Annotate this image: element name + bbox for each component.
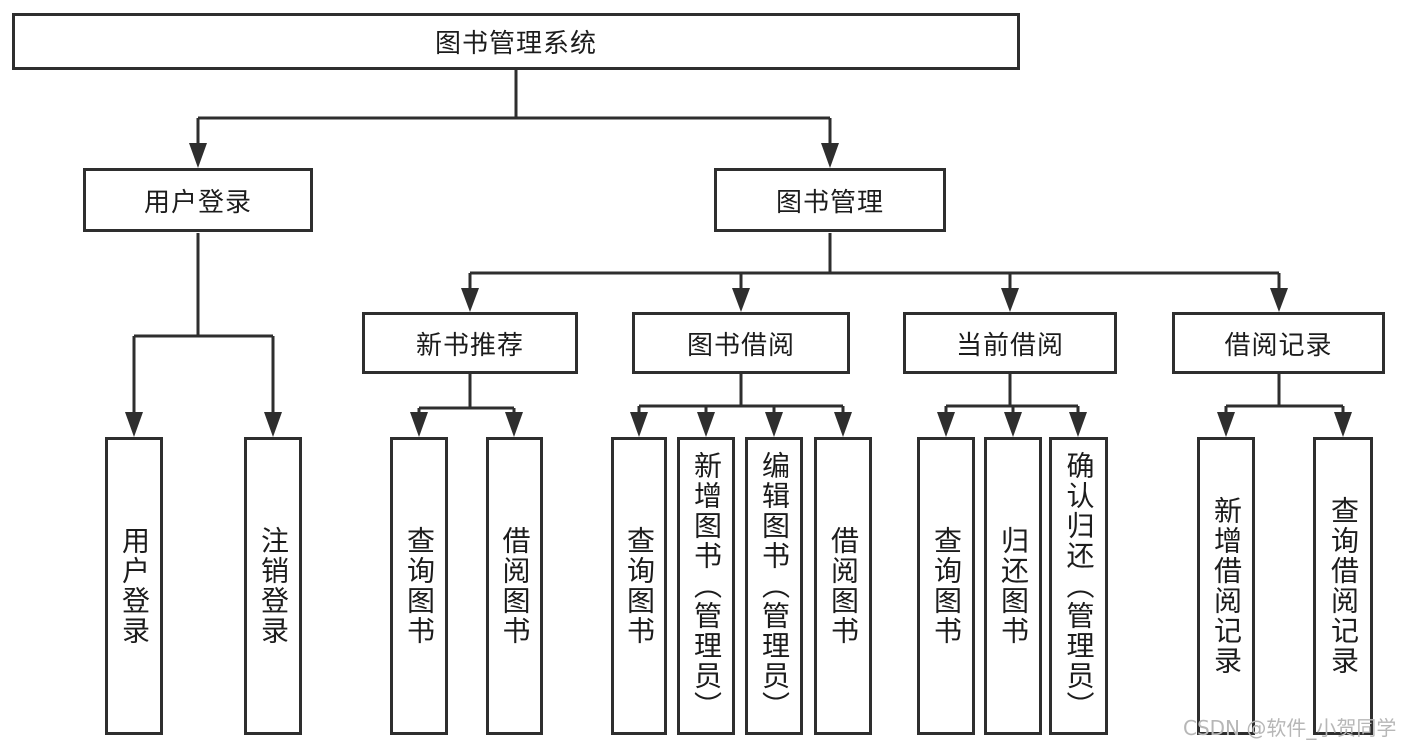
leaf-edit-book-admin: 编辑图书（管理员） — [745, 437, 803, 735]
arrowhead — [1334, 412, 1352, 437]
connector-root-to-level2 — [196, 70, 832, 164]
leaf-borrow-books-recommend: 借阅图书 — [486, 437, 543, 735]
arrowheads-userlogin-leaves — [125, 412, 282, 437]
arrowhead — [264, 412, 282, 437]
node-book-borrow: 图书借阅 — [632, 312, 850, 374]
leaf-query-books-borrow: 查询图书 — [611, 437, 667, 735]
node-book-management: 图书管理 — [714, 168, 946, 232]
leaf-add-borrow-record: 新增借阅记录 — [1197, 437, 1255, 735]
arrowhead — [505, 412, 523, 437]
arrowhead — [125, 412, 143, 437]
connector-userlogin-to-leaves — [132, 233, 275, 430]
leaf-return-books: 归还图书 — [984, 437, 1042, 735]
arrowhead — [821, 143, 839, 168]
arrowhead — [410, 412, 428, 437]
leaf-borrow-books: 借阅图书 — [814, 437, 872, 735]
node-root: 图书管理系统 — [12, 13, 1020, 70]
arrowheads-level3 — [461, 288, 1288, 312]
leaf-logout: 注销登录 — [244, 437, 302, 735]
connector-bookmgmt-to-level3 — [468, 233, 1281, 308]
leaf-query-books-recommend: 查询图书 — [390, 437, 448, 735]
arrowheads-borrowrecords-leaves — [1217, 412, 1352, 437]
arrowhead — [765, 412, 783, 437]
arrowhead — [1004, 412, 1022, 437]
node-user-login: 用户登录 — [83, 168, 313, 232]
connector-newbook-to-leaves — [417, 374, 516, 430]
connector-borrowrecords-to-leaves — [1224, 374, 1345, 430]
node-new-book-recommend: 新书推荐 — [362, 312, 578, 374]
node-current-borrow: 当前借阅 — [903, 312, 1117, 374]
arrowheads-bookborrow-leaves — [630, 412, 852, 437]
leaf-query-borrow-record: 查询借阅记录 — [1313, 437, 1373, 735]
arrowhead — [1069, 412, 1087, 437]
arrowheads-newbook-leaves — [410, 412, 523, 437]
arrowhead — [189, 143, 207, 168]
arrowhead — [1270, 288, 1288, 312]
arrowhead — [1001, 288, 1019, 312]
leaf-user-login: 用户登录 — [105, 437, 163, 735]
arrowhead — [461, 288, 479, 312]
arrowhead — [630, 412, 648, 437]
arrowheads-level2 — [189, 143, 839, 168]
arrowhead — [834, 412, 852, 437]
arrowhead — [732, 288, 750, 312]
leaf-confirm-return-admin: 确认归还（管理员） — [1049, 437, 1108, 735]
arrowhead — [1217, 412, 1235, 437]
arrowhead — [937, 412, 955, 437]
leaf-add-book-admin: 新增图书（管理员） — [677, 437, 735, 735]
leaf-query-books-current: 查询图书 — [917, 437, 975, 735]
arrowheads-currentborrow-leaves — [937, 412, 1087, 437]
connector-bookborrow-to-leaves — [637, 374, 845, 430]
watermark: CSDN @软件_小贺同学 — [1183, 716, 1397, 740]
arrowhead — [697, 412, 715, 437]
node-borrow-records: 借阅记录 — [1172, 312, 1385, 374]
